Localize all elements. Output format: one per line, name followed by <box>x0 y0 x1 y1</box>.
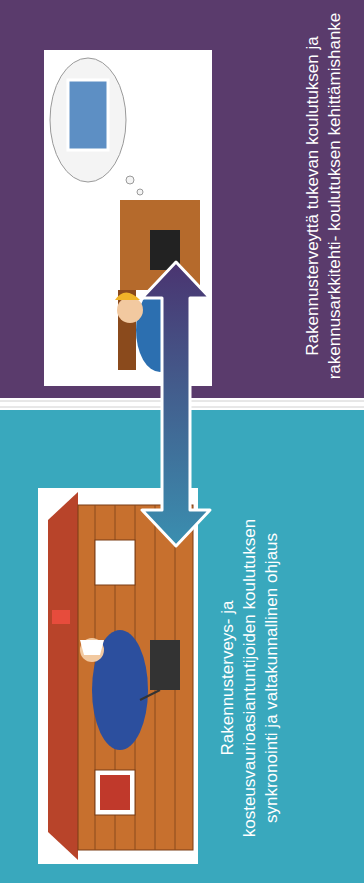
band-label: Rakennusterveyttä tukevan koulutuksen ja… <box>302 6 346 386</box>
double-arrow <box>142 262 210 546</box>
band-label: Rakennusterveys- ja kosteusvaurioasiantu… <box>217 492 283 864</box>
